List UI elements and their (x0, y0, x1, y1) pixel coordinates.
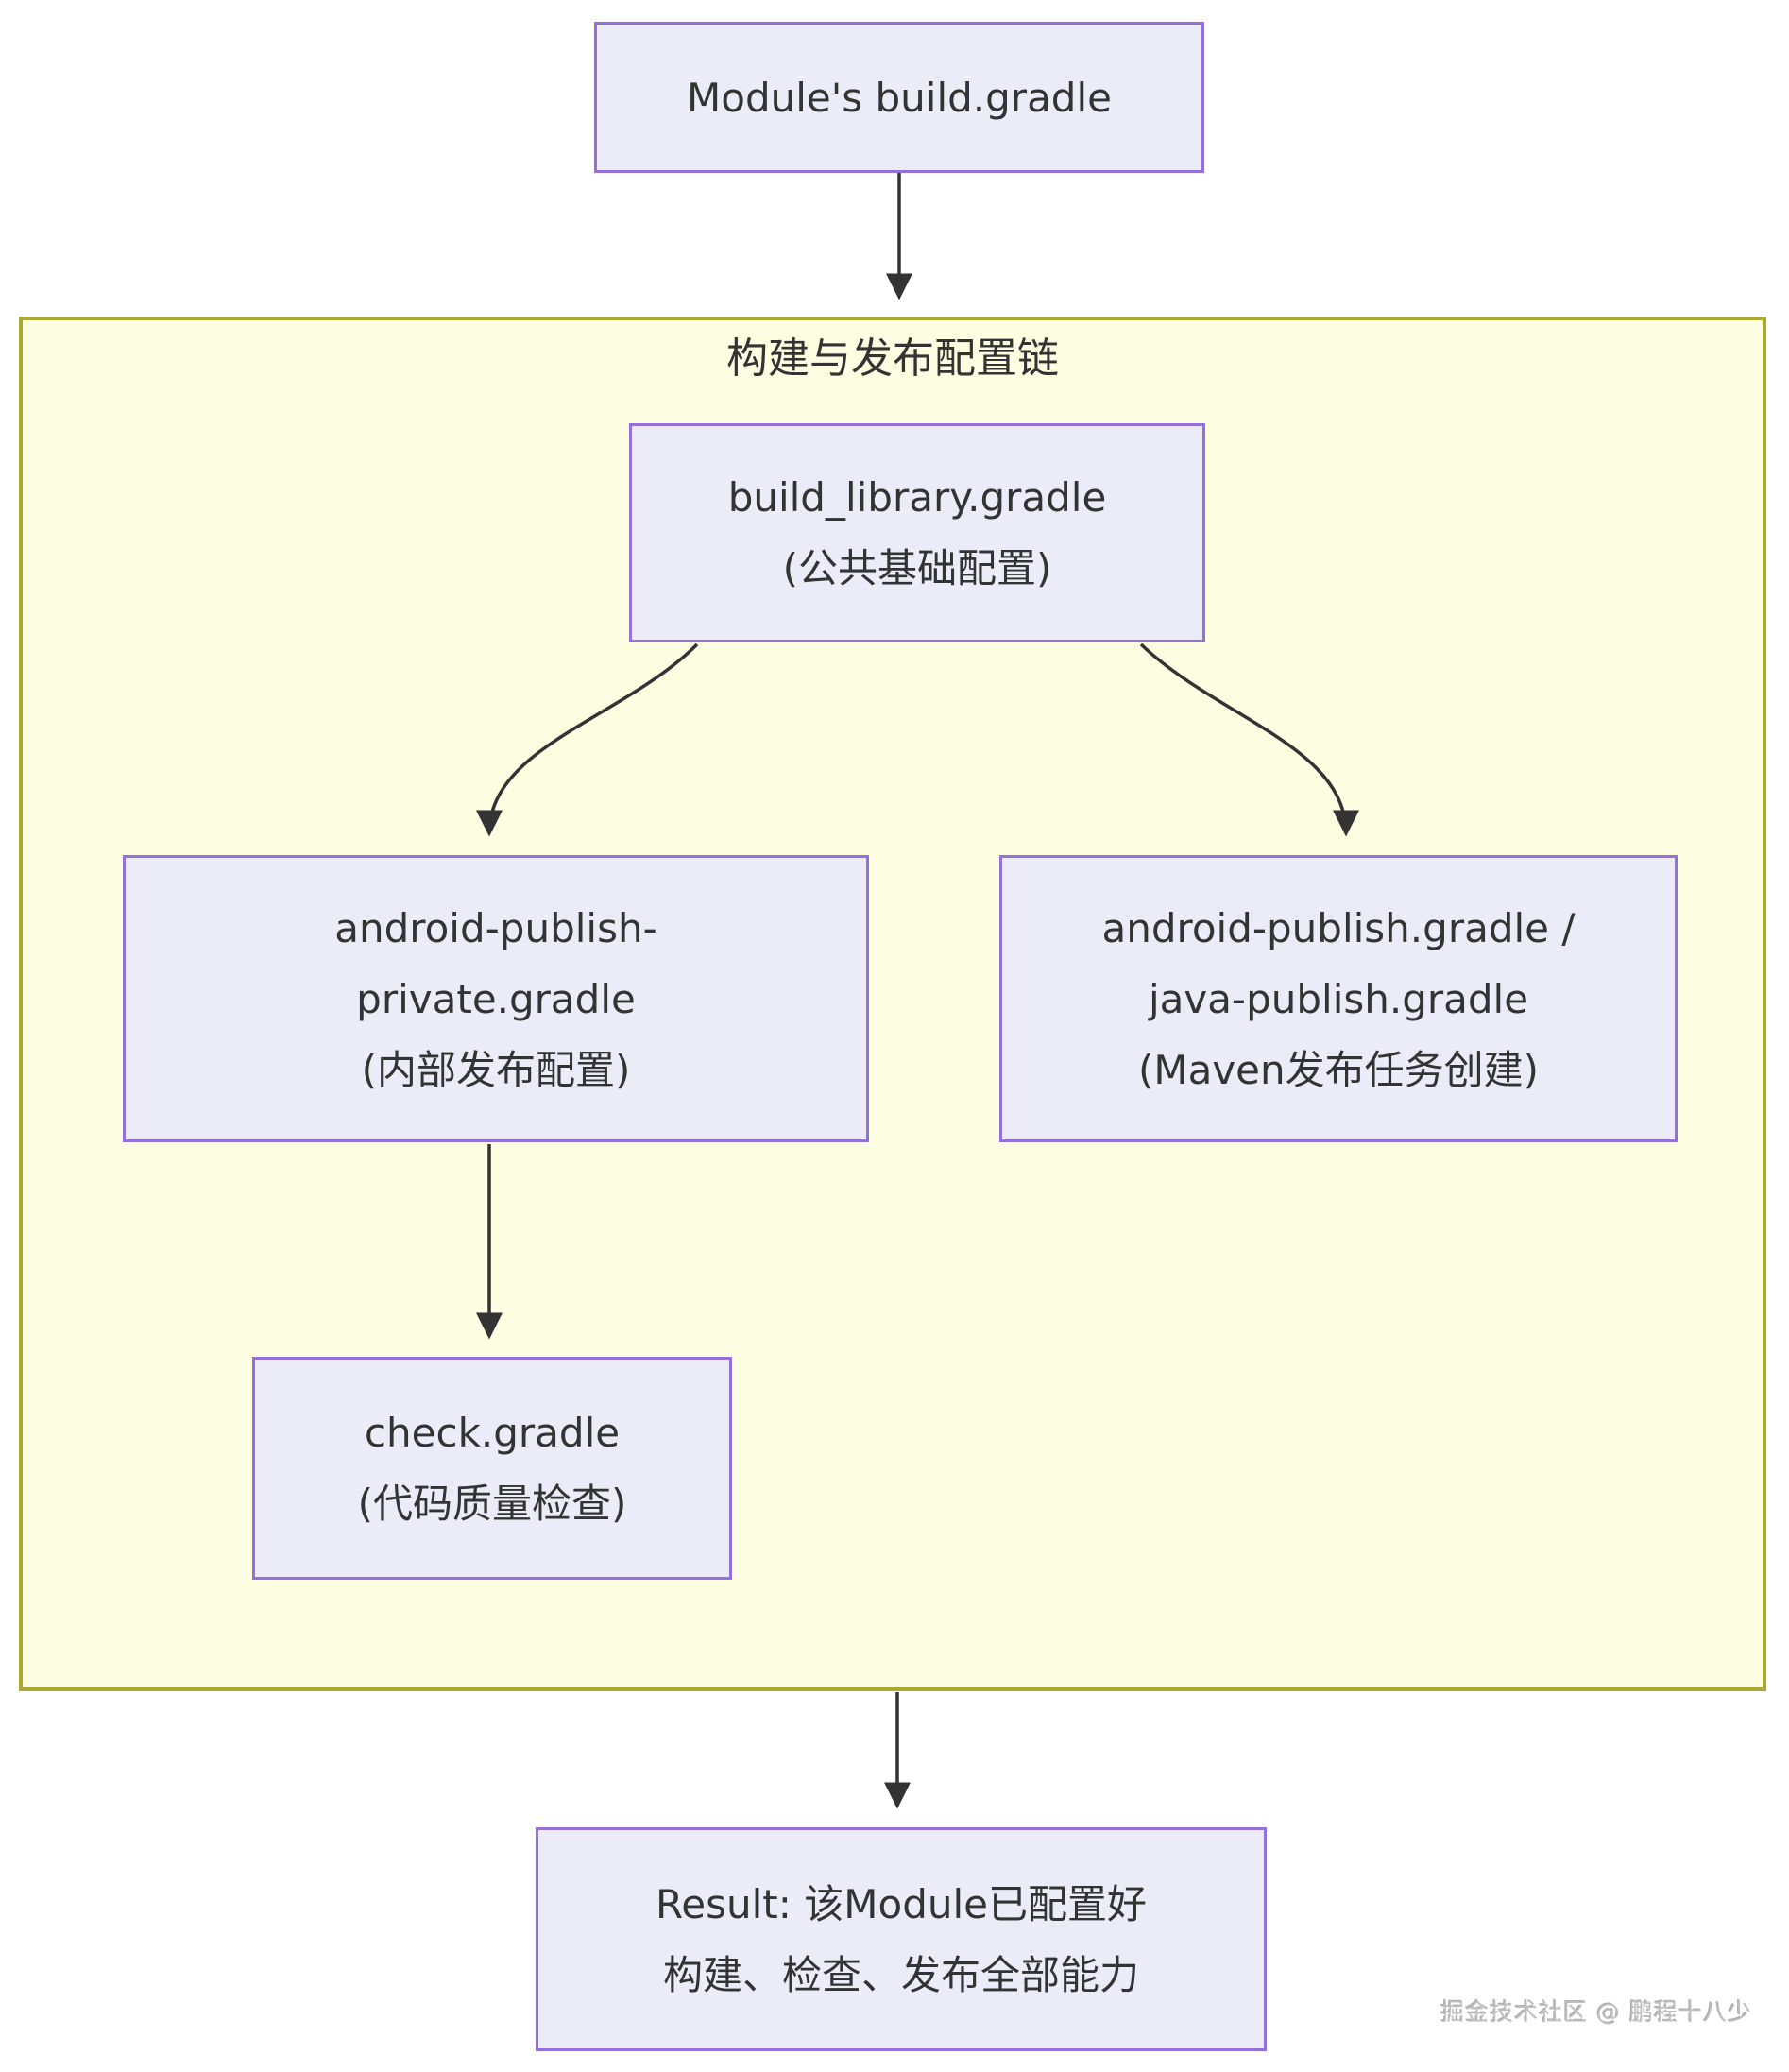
node-label-line: Module's build.gradle (687, 74, 1112, 121)
node-label-line: android-publish- (334, 904, 657, 951)
node-label-line: android-publish.gradle / (1101, 904, 1576, 951)
subgraph-title: 构建与发布配置链 (726, 334, 1059, 383)
node-label-line: (内部发布配置) (361, 1046, 631, 1093)
node-label-line: Result: 该Module已配置好 (656, 1880, 1147, 1927)
node-android-java-publish-gradle: android-publish.gradle / java-publish.gr… (999, 855, 1678, 1142)
node-label-line: (Maven发布任务创建) (1137, 1046, 1540, 1093)
node-result: Result: 该Module已配置好 构建、检查、发布全部能力 (536, 1827, 1267, 2051)
node-android-publish-private-gradle: android-publish- private.gradle (内部发布配置) (123, 855, 869, 1142)
node-module-build-gradle: Module's build.gradle (594, 22, 1204, 173)
node-label-line: (公共基础配置) (782, 545, 1052, 591)
node-build-library-gradle: build_library.gradle (公共基础配置) (629, 423, 1205, 642)
node-label-line: build_library.gradle (727, 474, 1107, 521)
node-label-line: private.gradle (356, 975, 636, 1022)
node-label-line: (代码质量检查) (357, 1481, 627, 1527)
node-label-line: java-publish.gradle (1148, 975, 1529, 1022)
node-check-gradle: check.gradle (代码质量检查) (252, 1357, 732, 1580)
watermark: 掘金技术社区 @ 鹏程十八少 (1440, 1998, 1752, 2026)
node-label-line: 构建、检查、发布全部能力 (662, 1951, 1139, 1998)
node-label-line: check.gradle (364, 1410, 621, 1456)
